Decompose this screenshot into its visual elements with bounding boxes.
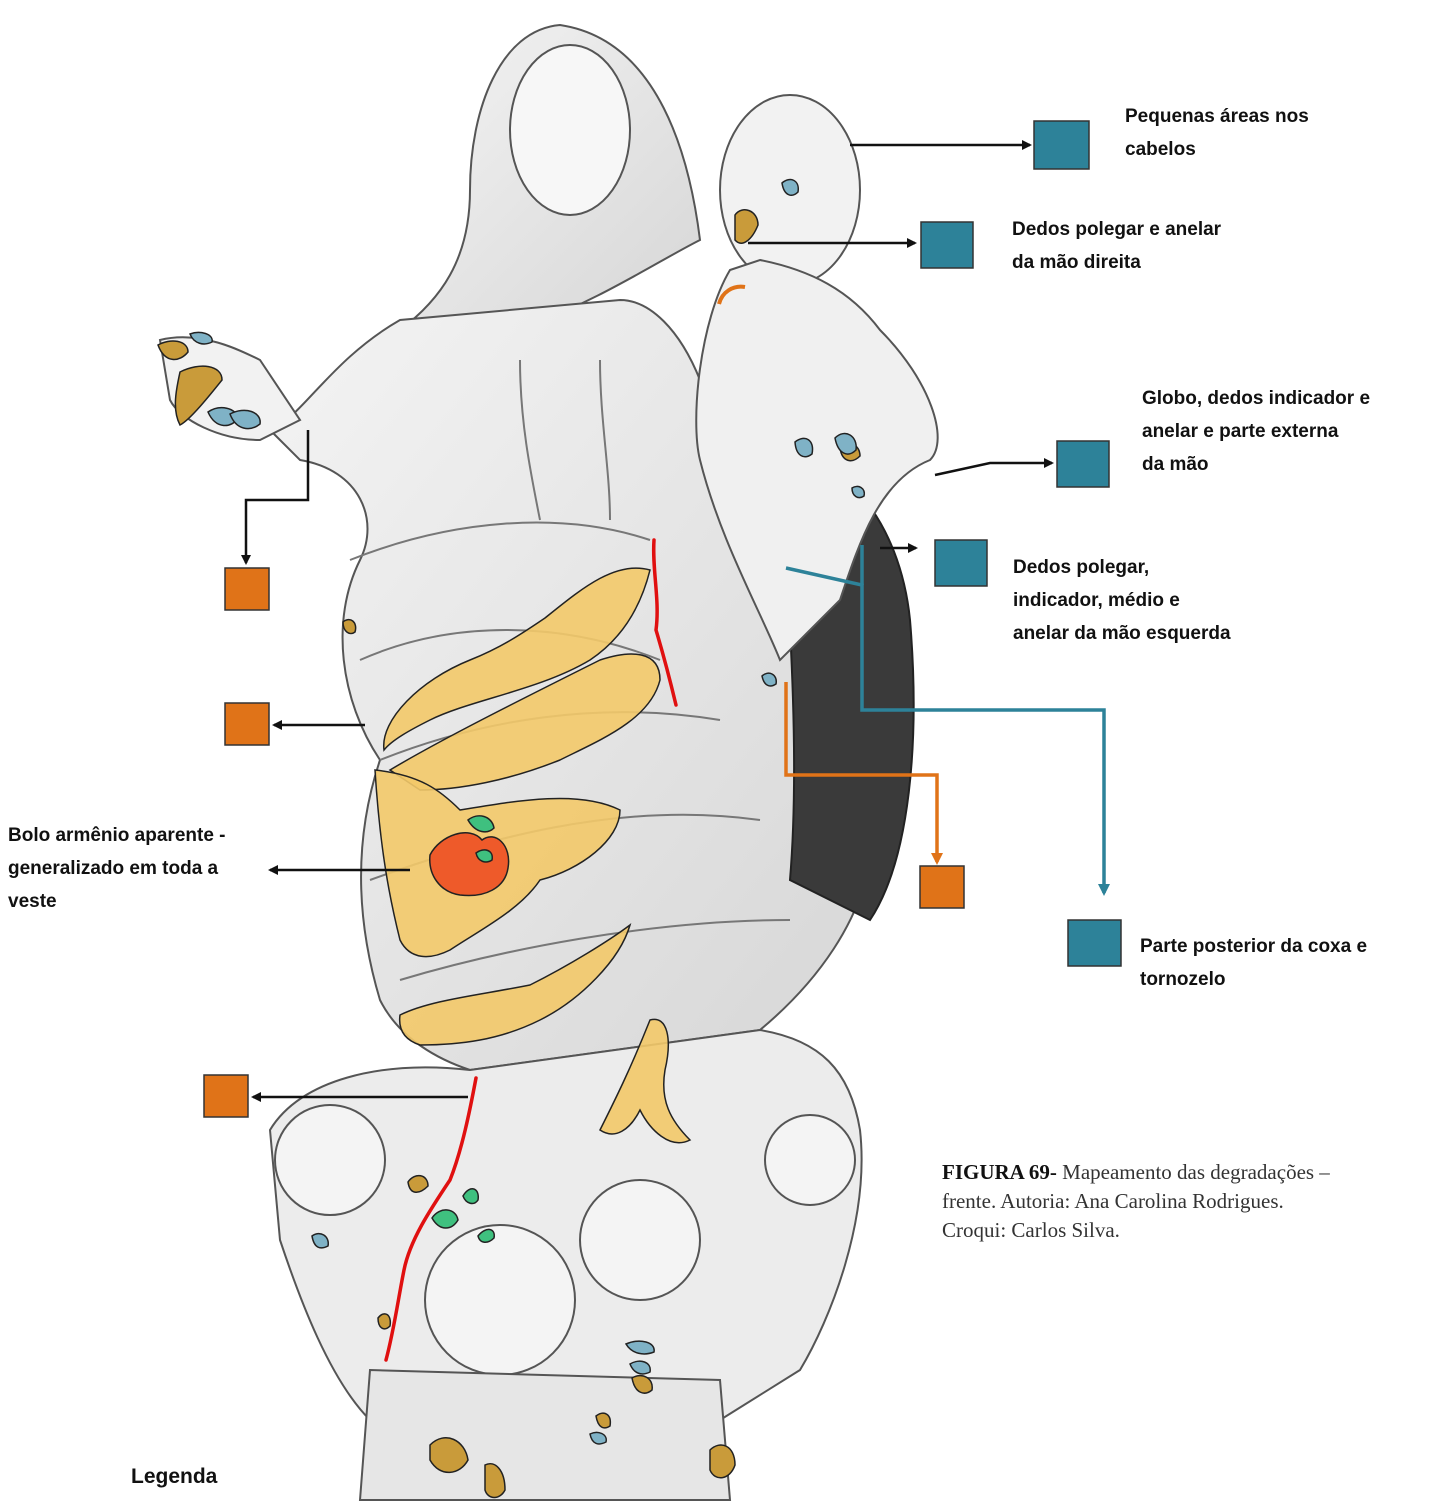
figure-caption-label: FIGURA 69- bbox=[942, 1160, 1057, 1184]
annotation-thigh: Parte posterior da coxa e tornozelo bbox=[1140, 930, 1367, 996]
marker-square-orange-1 bbox=[225, 568, 269, 610]
marker-square-orange-3 bbox=[920, 866, 964, 908]
virgin-face bbox=[510, 45, 630, 215]
annotation-left-hand: Dedos polegar, indicador, médio e anelar… bbox=[1013, 551, 1231, 650]
annotation-right-hand: Dedos polegar e anelar da mão direita bbox=[1012, 213, 1221, 279]
loss-red-1 bbox=[430, 833, 509, 896]
cherub-right-low bbox=[580, 1180, 700, 1300]
legend-title: Legenda bbox=[131, 1465, 217, 1489]
marker-square-hair bbox=[1034, 121, 1089, 169]
marker-square-thigh bbox=[1068, 920, 1121, 966]
pedestal bbox=[360, 1370, 730, 1500]
cherub-left bbox=[275, 1105, 385, 1215]
cherub-right bbox=[765, 1115, 855, 1205]
marker-square-globe bbox=[1057, 441, 1109, 487]
figure-caption: FIGURA 69- Mapeamento das degradações – … bbox=[942, 1158, 1332, 1245]
cherub-center bbox=[425, 1225, 575, 1375]
marker-square-right-hand bbox=[921, 222, 973, 268]
annotation-hair: Pequenas áreas nos cabelos bbox=[1125, 100, 1309, 166]
marker-square-orange-4 bbox=[204, 1075, 248, 1117]
marker-square-orange-2 bbox=[225, 703, 269, 745]
annotation-globe: Globo, dedos indicador e anelar e parte … bbox=[1142, 382, 1370, 481]
marker-square-left-hand bbox=[935, 540, 987, 586]
annotation-bolo: Bolo armênio aparente - generalizado em … bbox=[8, 819, 226, 918]
